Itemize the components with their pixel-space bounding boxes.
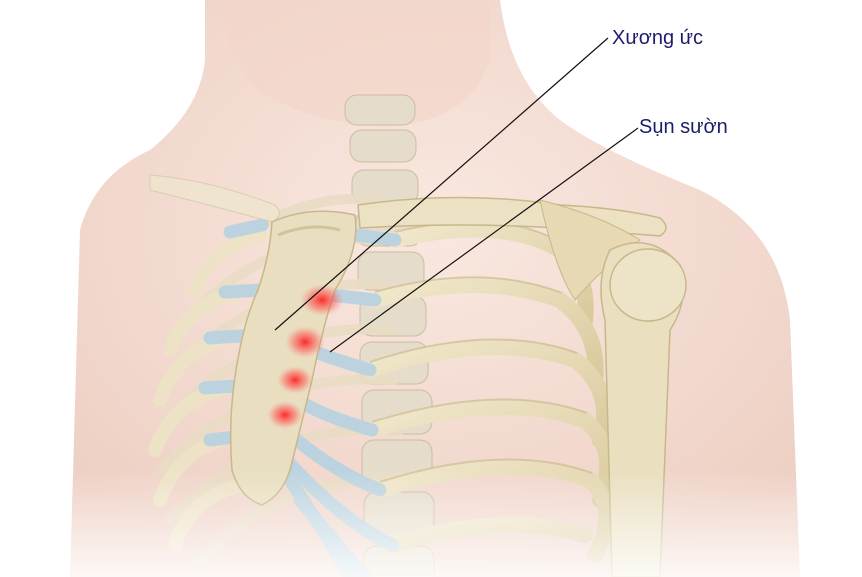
label-costal-cartilage: Sụn sườn [639, 116, 728, 138]
label-sternum: Xương ức [612, 27, 704, 49]
clavicle-left [149, 174, 280, 223]
bottom-fade [0, 470, 862, 577]
leader-lines [274, 37, 639, 353]
leader-line-costal-cartilage [329, 127, 639, 353]
leader-line-sternum [274, 37, 609, 331]
inflammation-highlights [267, 284, 344, 429]
